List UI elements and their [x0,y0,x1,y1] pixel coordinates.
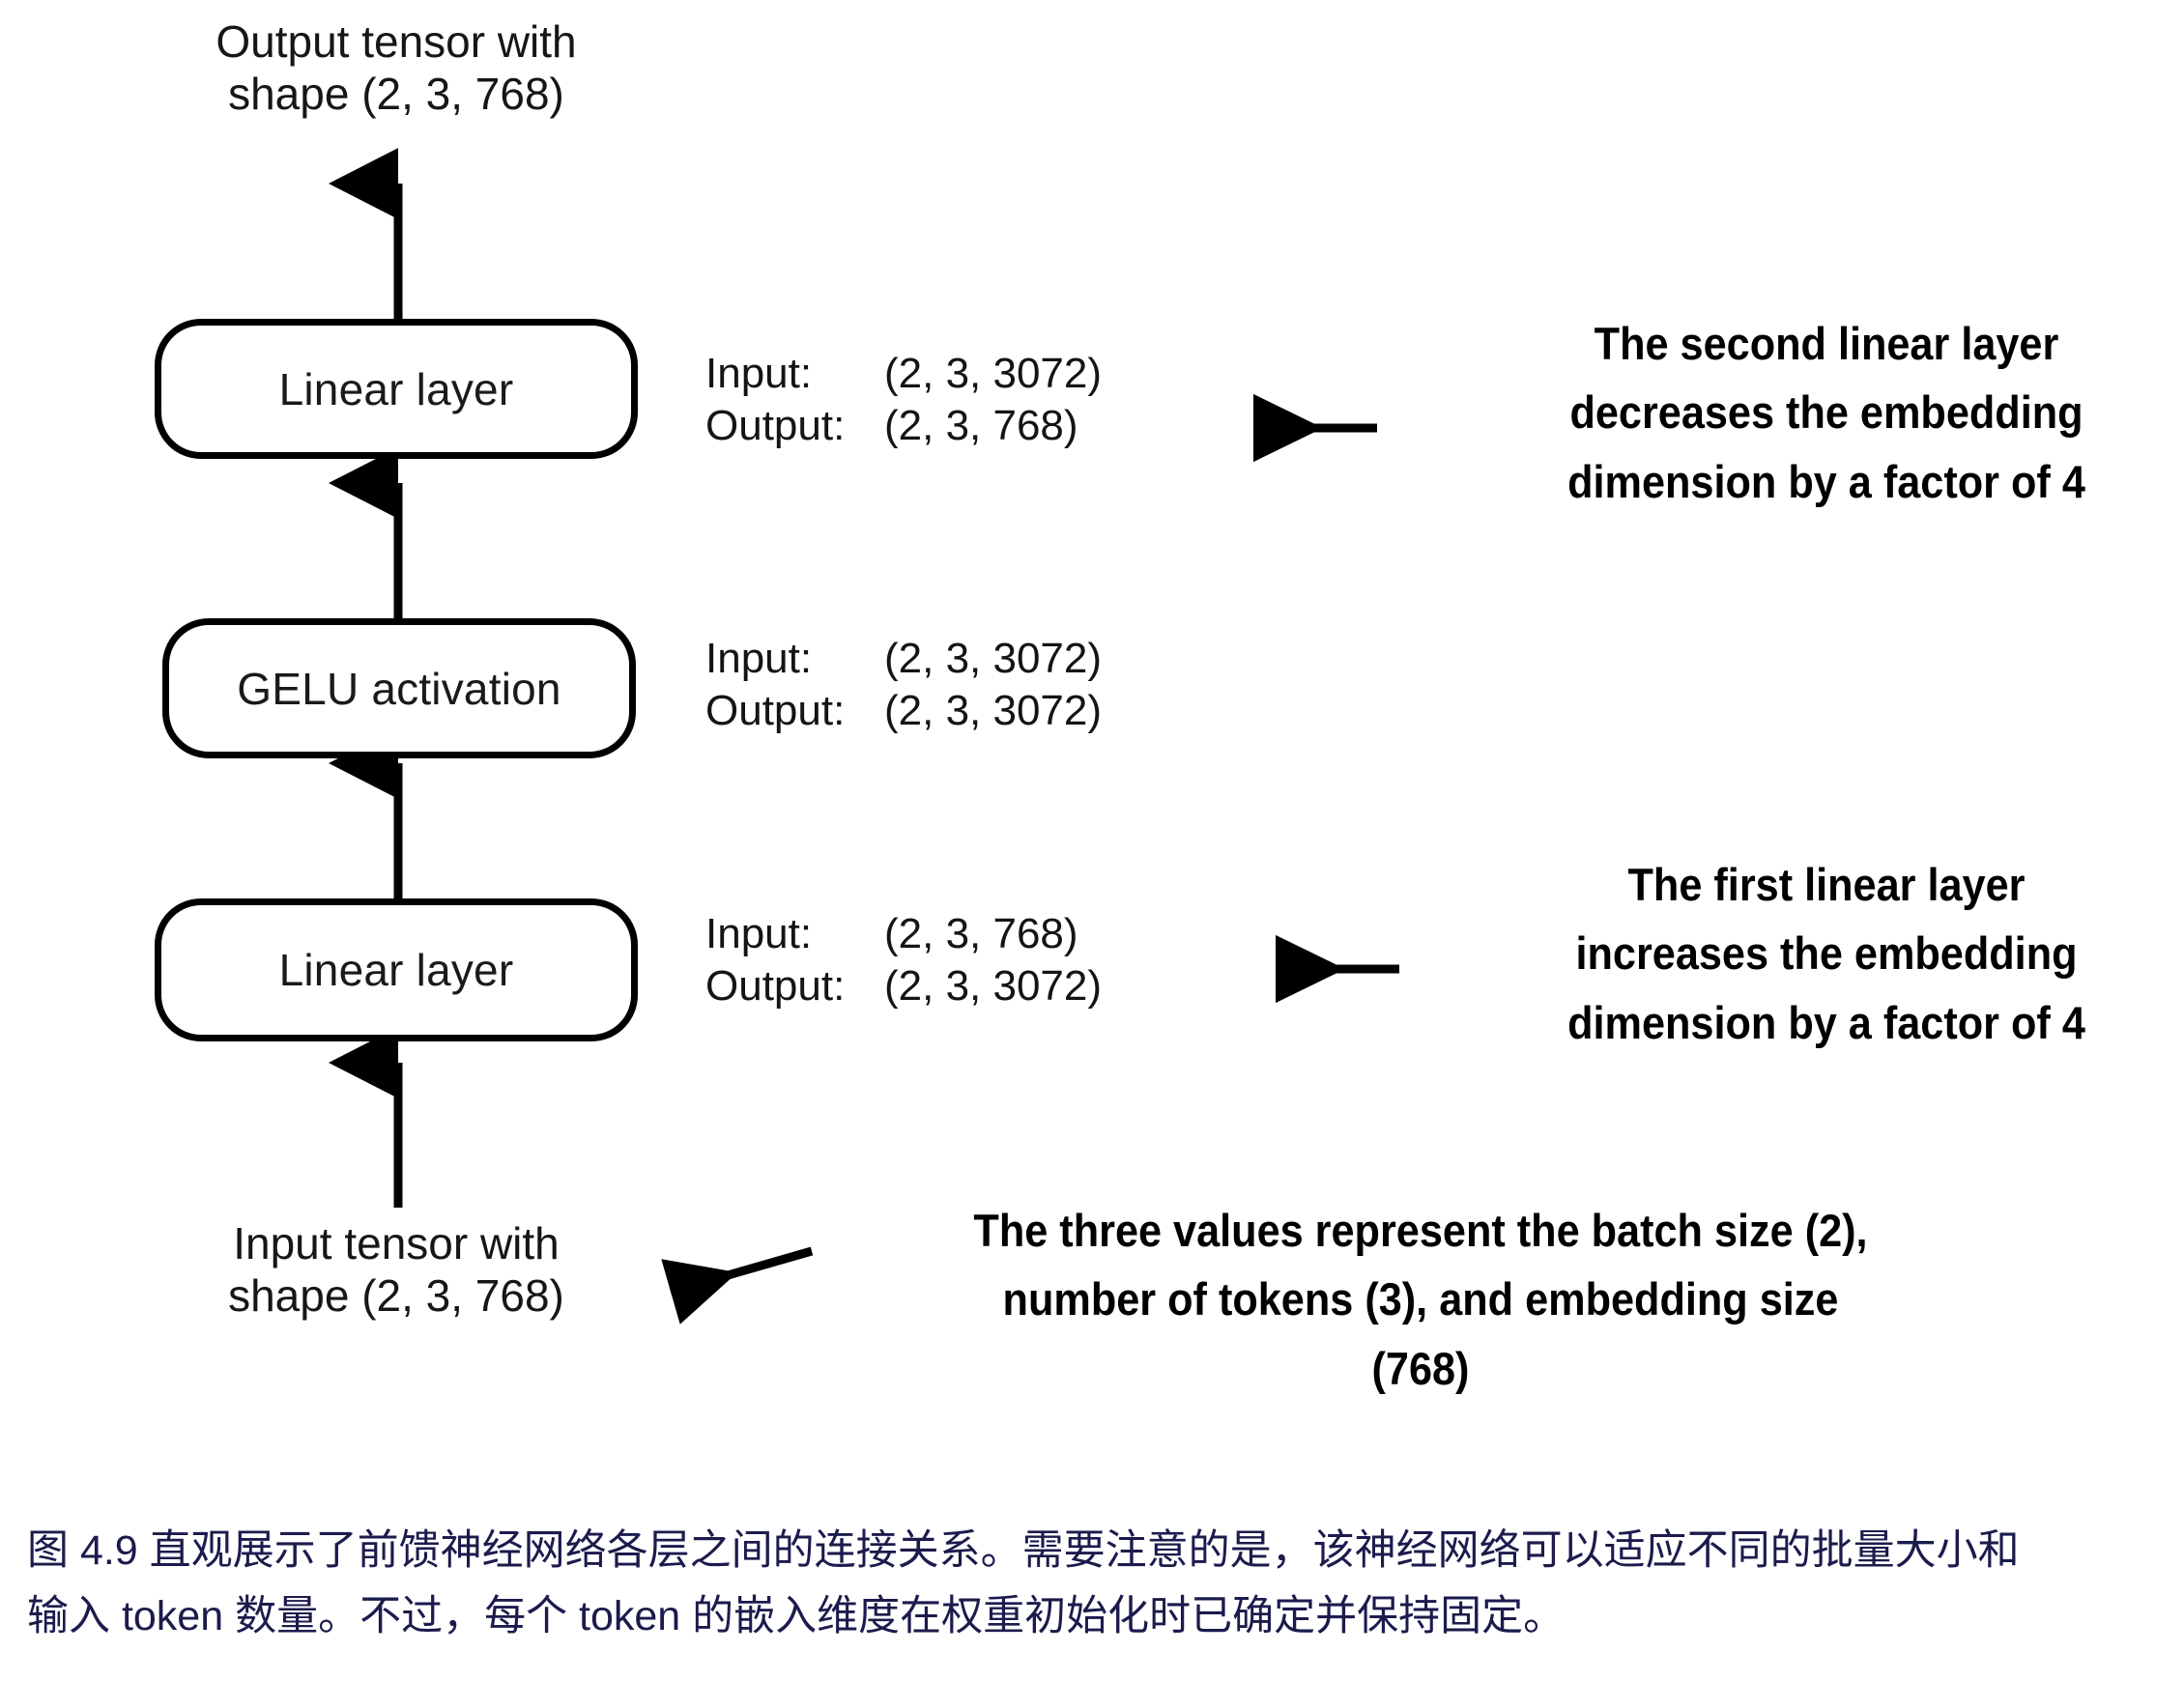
annotation-shape-values-note: The three values represent the batch siz… [973,1205,1868,1394]
io-input-value: (2, 3, 3072) [884,350,1103,397]
output-tensor-label: Output tensor with shape (2, 3, 768) [216,16,577,120]
io-output-row: Output: (2, 3, 768) [705,400,1102,452]
io-input-key: Input: [705,350,813,397]
node-gelu-activation[interactable]: GELU activation [162,618,636,758]
io-output-row: Output: (2, 3, 3072) [705,685,1102,737]
io-output-key: Output: [705,961,846,1010]
io-output-key: Output: [705,686,846,734]
figure-caption-line-1: 图 4.9 直观展示了前馈神经网络各层之间的连接关系。需要注意的是，该神经网络可… [27,1527,2020,1574]
io-input-row: Input: (2, 3, 768) [705,908,1102,960]
io-input-key: Input: [705,910,813,957]
node-linear-layer-2-label: Linear layer [278,363,514,414]
io-spec-linear-layer-1: Input: (2, 3, 768) Output: (2, 3, 3072) [705,908,1102,1011]
pointer-arrow-shape-values [661,1246,814,1325]
node-gelu-activation-label: GELU activation [237,663,561,714]
io-output-value: (2, 3, 768) [884,401,1078,449]
io-output-value: (2, 3, 3072) [884,961,1103,1010]
io-input-row: Input: (2, 3, 3072) [705,348,1102,400]
io-input-value: (2, 3, 3072) [884,635,1103,682]
io-output-value: (2, 3, 3072) [884,686,1103,734]
figure-caption: 图 4.9 直观展示了前馈神经网络各层之间的连接关系。需要注意的是，该神经网络可… [27,1519,2153,1650]
node-linear-layer-1-label: Linear layer [278,945,514,995]
io-input-row: Input: (2, 3, 3072) [705,633,1102,685]
annotation-second-linear-note: The second linear layer decreases the em… [1567,318,2085,507]
node-linear-layer-2[interactable]: Linear layer [155,319,638,459]
io-input-key: Input: [705,635,813,682]
io-output-key: Output: [705,401,846,449]
node-linear-layer-1[interactable]: Linear layer [155,898,638,1041]
io-spec-linear-layer-2: Input: (2, 3, 3072) Output: (2, 3, 768) [705,348,1102,451]
input-tensor-label: Input tensor with shape (2, 3, 768) [228,1218,564,1322]
annotation-first-linear-note: The first linear layer increases the emb… [1567,859,2085,1048]
io-input-value: (2, 3, 768) [884,910,1078,957]
io-spec-gelu-activation: Input: (2, 3, 3072) Output: (2, 3, 3072) [705,633,1102,736]
io-output-row: Output: (2, 3, 3072) [705,960,1102,1012]
figure-caption-line-2: 输入 token 数量。不过，每个 token 的嵌入维度在权重初始化时已确定并… [27,1592,1566,1639]
